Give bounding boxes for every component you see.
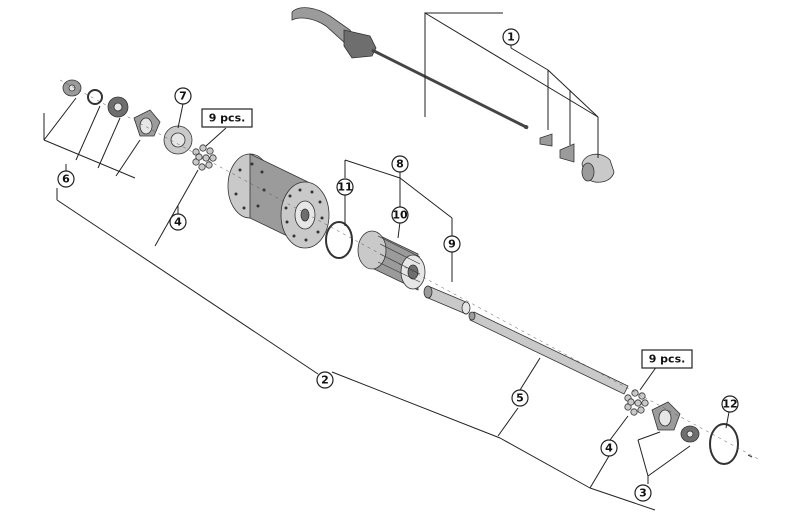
callout-5-label: 5 — [516, 392, 524, 405]
callout-7: 7 — [174, 87, 192, 105]
quantity-box-right: 9 pcs. — [641, 349, 693, 369]
callout-11-label: 11 — [337, 181, 352, 194]
left-spacer — [107, 96, 129, 118]
callout-1-label: 1 — [507, 31, 515, 44]
left-cone — [133, 109, 161, 137]
callout-6: 6 — [57, 170, 75, 188]
callout-7-label: 7 — [179, 90, 187, 103]
callout-2: 2 — [316, 371, 334, 389]
right-locknut — [680, 425, 700, 443]
quantity-box-left: 9 pcs. — [201, 108, 253, 128]
callout-11: 11 — [336, 178, 354, 196]
callout-6-label: 6 — [62, 173, 70, 186]
callout-10: 10 — [391, 206, 409, 224]
callout-2-label: 2 — [321, 374, 329, 387]
callout-8: 8 — [391, 155, 409, 173]
freehub-body — [357, 230, 426, 291]
quick-release-skewer — [291, 7, 529, 130]
callout-4-left: 4 — [169, 213, 187, 231]
callout-12: 12 — [721, 395, 739, 413]
callout-12-label: 12 — [722, 398, 737, 411]
right-cone — [651, 401, 681, 431]
hub-body — [227, 153, 330, 249]
callout-3: 3 — [634, 484, 652, 502]
callout-3-label: 3 — [639, 487, 647, 500]
callout-4-left-label: 4 — [174, 216, 182, 229]
callout-8-label: 8 — [396, 158, 404, 171]
callout-5: 5 — [511, 389, 529, 407]
skewer-nut — [581, 153, 615, 183]
callout-4-right: 4 — [600, 439, 618, 457]
skewer-spring-small — [539, 133, 553, 147]
quantity-label-right: 9 pcs. — [649, 353, 686, 366]
left-ball-bearings — [192, 144, 217, 171]
callout-1: 1 — [502, 28, 520, 46]
quantity-label-left: 9 pcs. — [209, 112, 246, 125]
callout-10-label: 10 — [392, 209, 408, 222]
callout-4-right-label: 4 — [605, 442, 613, 455]
right-ball-bearings — [624, 389, 649, 416]
callout-9: 9 — [443, 235, 461, 253]
o-ring — [325, 221, 353, 259]
skewer-spring-large — [559, 143, 575, 163]
hub-axle — [468, 311, 629, 395]
left-washer — [87, 89, 103, 105]
dust-cap — [163, 125, 193, 155]
left-locknut — [62, 79, 82, 97]
leader-lines — [43, 12, 730, 511]
spacer-sleeve — [423, 285, 471, 315]
snap-ring — [709, 423, 753, 465]
callout-9-label: 9 — [448, 238, 456, 251]
